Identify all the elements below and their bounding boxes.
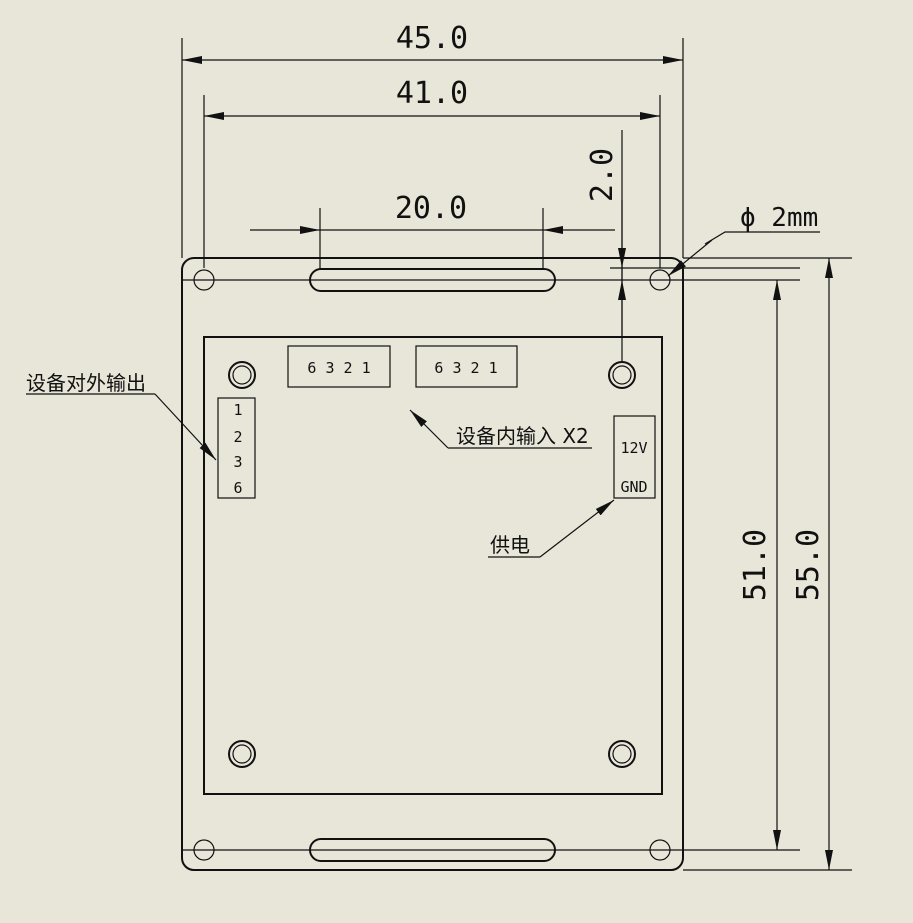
output-connector: 1 2 3 6 xyxy=(217,397,256,499)
power-pin-12v: 12V xyxy=(620,439,647,457)
board-outline xyxy=(181,257,684,871)
dimension-hole-spacing-height: 51.0 xyxy=(738,280,781,850)
dimension-overall-width-value: 45.0 xyxy=(396,21,468,56)
callout-power-supply-text: 供电 xyxy=(490,533,530,557)
callout-power-supply: 供电 xyxy=(488,499,615,558)
dimension-overall-width: 45.0 xyxy=(182,21,683,64)
power-connector: 12V GND xyxy=(613,415,656,499)
dimension-slot-length: 20.0 xyxy=(250,191,615,234)
output-pin-3: 3 xyxy=(233,453,242,471)
dimension-hole-spacing-width: 41.0 xyxy=(204,76,660,120)
dimension-edge-offset-value: 2.0 xyxy=(585,148,620,202)
dimension-hole-spacing-height-value: 51.0 xyxy=(738,529,773,601)
callout-internal-input: 设备内输入 X2 xyxy=(409,409,592,449)
dimension-slot-length-value: 20.0 xyxy=(395,191,467,226)
extension-lines xyxy=(181,38,852,871)
callout-external-output: 设备对外输出 xyxy=(26,371,217,461)
input-connector-b-pins: 6 3 2 1 xyxy=(434,359,497,377)
input-connector-a-pins: 6 3 2 1 xyxy=(307,359,370,377)
dimension-edge-offset: 2.0 xyxy=(585,148,800,337)
input-connector-a: 6 3 2 1 xyxy=(287,345,391,388)
callout-internal-input-text: 设备内输入 X2 xyxy=(456,424,589,448)
dimension-overall-height: 55.0 xyxy=(791,258,833,870)
input-connector-b: 6 3 2 1 xyxy=(415,345,518,388)
dimension-overall-height-value: 55.0 xyxy=(791,529,826,601)
pcb-outline xyxy=(203,336,663,795)
dimension-hole-spacing-width-value: 41.0 xyxy=(396,76,468,111)
dimension-hole-diameter: ϕ 2mm xyxy=(667,203,820,277)
board-mounting-holes xyxy=(193,269,671,861)
output-pin-1: 1 xyxy=(233,401,242,419)
power-pin-gnd: GND xyxy=(620,478,647,496)
output-pin-6: 6 xyxy=(233,479,242,497)
callout-external-output-text: 设备对外输出 xyxy=(26,371,146,395)
output-pin-2: 2 xyxy=(233,428,242,446)
pcb-mounting-holes xyxy=(228,361,636,768)
dimension-hole-diameter-value: ϕ 2mm xyxy=(740,203,818,233)
